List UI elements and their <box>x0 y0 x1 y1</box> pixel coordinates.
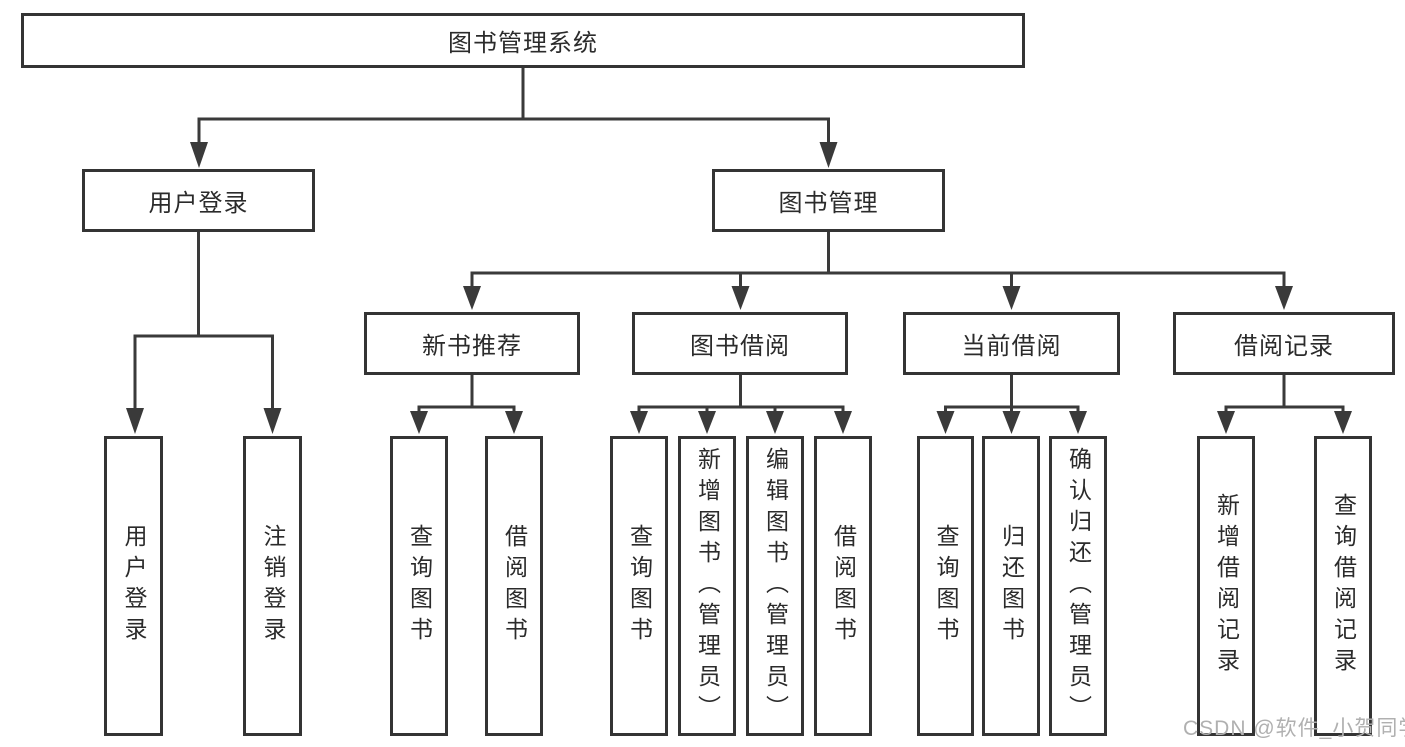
csdn-watermark: CSDN @软件_小贺同学 <box>1183 717 1405 740</box>
node-label: 查询图书 <box>626 524 653 648</box>
leaf-edit-book-admin: 编辑图书（管理员） <box>746 436 804 736</box>
leaf-user-login: 用户登录 <box>104 436 163 736</box>
leaf-query-books-current: 查询图书 <box>917 436 974 736</box>
node-borrowing-records: 借阅记录 <box>1173 312 1395 375</box>
leaf-borrow-books: 借阅图书 <box>814 436 872 736</box>
node-label: 查询图书 <box>406 524 433 648</box>
node-label: 借阅图书 <box>830 524 857 648</box>
node-label: 新增借阅记录 <box>1213 493 1240 679</box>
node-label: 借阅图书 <box>501 524 528 648</box>
leaf-return-book: 归还图书 <box>982 436 1040 736</box>
node-label: 用户登录 <box>121 524 147 648</box>
node-label: 编辑图书（管理员） <box>762 446 789 726</box>
node-book-borrowing: 图书借阅 <box>632 312 848 375</box>
node-label: 注销登录 <box>260 524 286 648</box>
node-label: 新增图书（管理员） <box>694 446 721 726</box>
node-current-borrowing: 当前借阅 <box>903 312 1120 375</box>
node-library-management-system: 图书管理系统 <box>21 13 1025 68</box>
leaf-add-borrow-record: 新增借阅记录 <box>1197 436 1255 736</box>
node-label: 用户登录 <box>148 190 249 217</box>
node-label: 图书管理 <box>778 190 879 217</box>
leaf-query-books-recommend: 查询图书 <box>390 436 448 736</box>
node-label: 新书推荐 <box>422 333 522 360</box>
node-label: 确认归还（管理员） <box>1065 446 1092 726</box>
leaf-query-borrow-record: 查询借阅记录 <box>1314 436 1372 736</box>
node-book-management: 图书管理 <box>712 169 945 232</box>
node-label: 图书管理系统 <box>448 30 598 57</box>
node-label: 借阅记录 <box>1234 333 1334 360</box>
leaf-confirm-return-admin: 确认归还（管理员） <box>1049 436 1107 736</box>
leaf-query-books-borrow: 查询图书 <box>610 436 668 736</box>
node-label: 查询图书 <box>933 524 959 648</box>
leaf-logout: 注销登录 <box>243 436 302 736</box>
node-label: 图书借阅 <box>690 333 790 360</box>
node-label: 当前借阅 <box>961 333 1062 360</box>
node-user-login: 用户登录 <box>82 169 315 232</box>
leaf-borrow-books-recommend: 借阅图书 <box>485 436 543 736</box>
node-new-book-recommend: 新书推荐 <box>364 312 580 375</box>
node-label: 查询借阅记录 <box>1330 493 1357 679</box>
node-label: 归还图书 <box>998 524 1025 648</box>
leaf-add-book-admin: 新增图书（管理员） <box>678 436 736 736</box>
